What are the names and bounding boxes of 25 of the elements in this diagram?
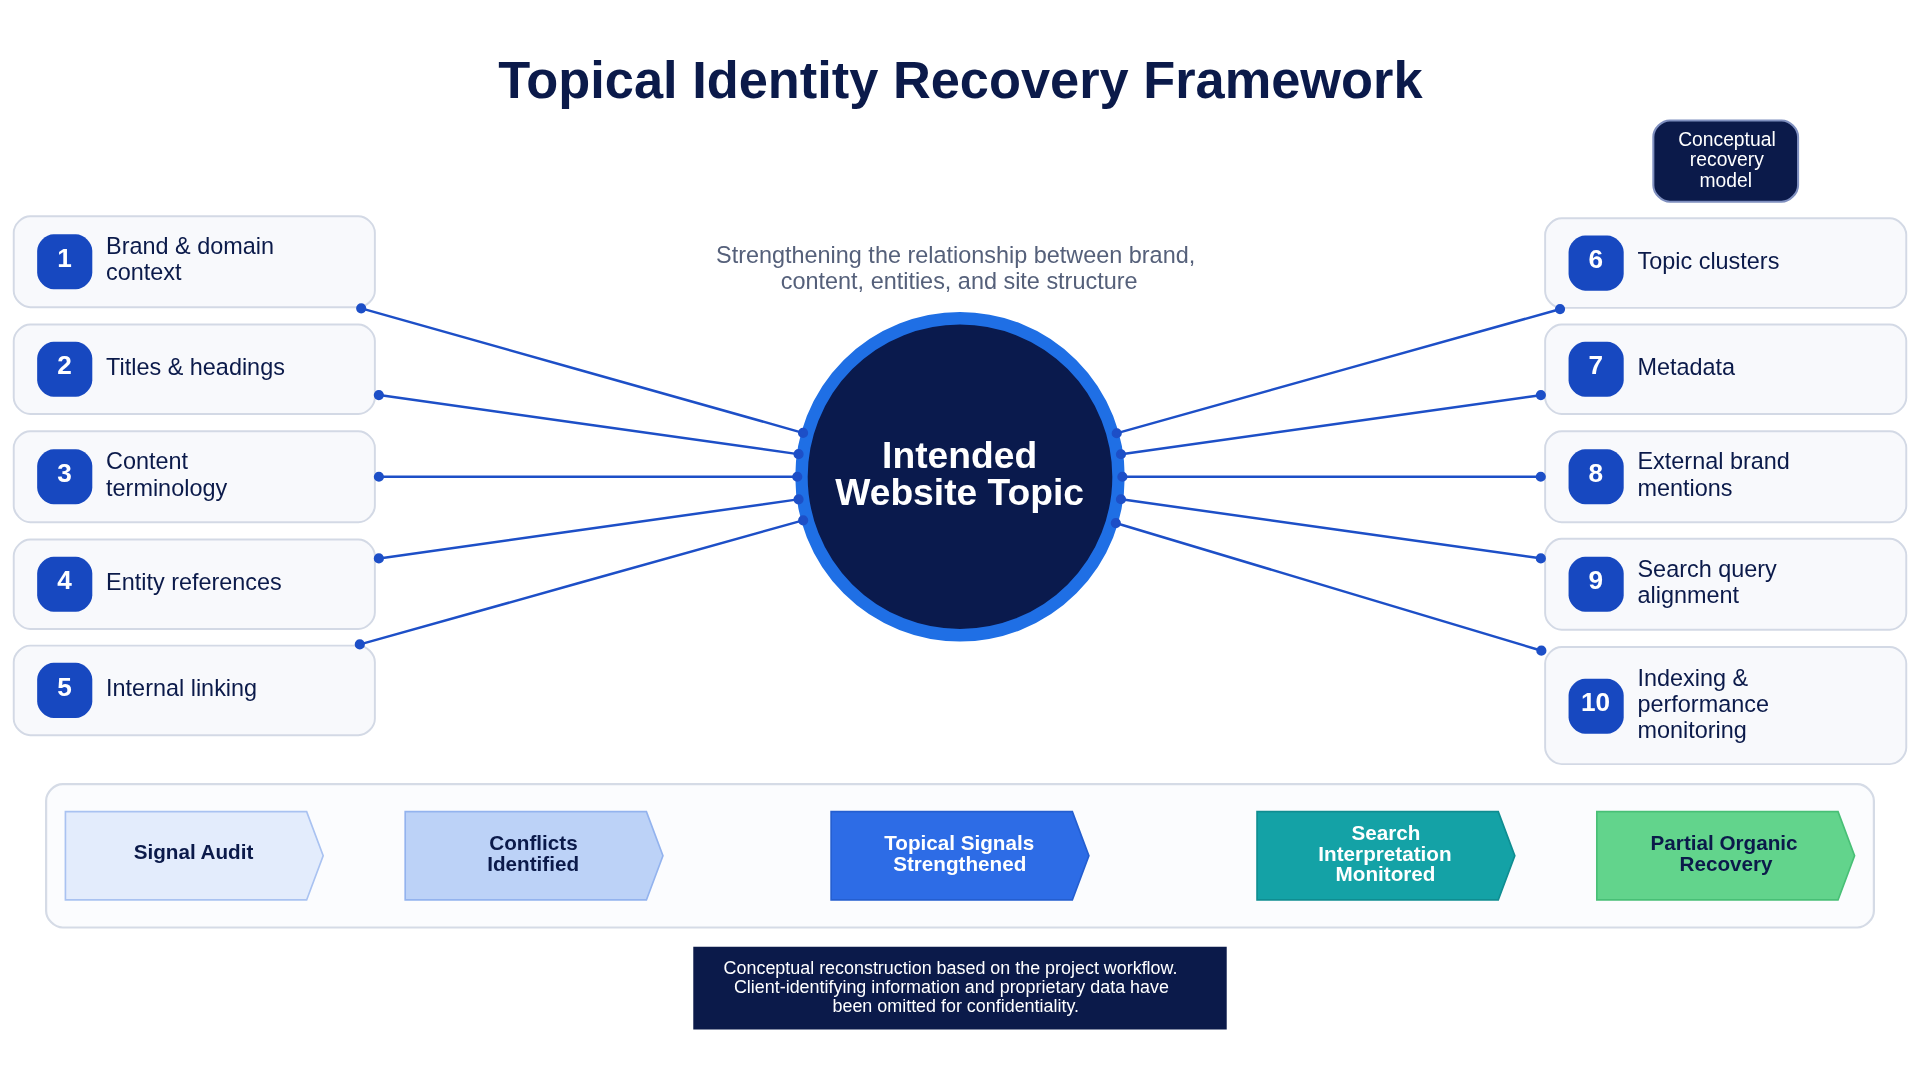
connector <box>354 514 809 650</box>
node-box: 5 Internal linking <box>12 644 376 736</box>
connector <box>1110 517 1547 656</box>
node-box: 7 Metadata <box>1544 322 1908 415</box>
diagram-title: Topical Identity Recovery Framework <box>498 50 1423 109</box>
connector <box>1115 389 1546 459</box>
cluster <box>45 782 1875 929</box>
node-box: 9 Search query alignment <box>1544 537 1908 631</box>
connector <box>373 389 804 459</box>
connector <box>356 302 809 438</box>
caption: Conceptual reconstruction based on the project workflow. Client-identifying information and proprietary data have been omitted for confidentiality. <box>723 957 1178 1016</box>
label: Strengthening the relationship between brand, content, entities, and site structure <box>716 241 1196 294</box>
connector <box>1111 303 1566 438</box>
node-box: Conceptual recovery model <box>1652 118 1800 203</box>
connector <box>373 493 804 564</box>
node-box: 8 External brand mentions <box>1544 429 1908 523</box>
connector <box>1117 471 1546 482</box>
node-box: 2 Titles & headings <box>12 322 376 415</box>
node-box: 6 Topic clusters <box>1544 216 1908 309</box>
node-box: 1 Brand & domain context <box>12 214 376 308</box>
node-box: 3 Content terminology <box>12 429 376 523</box>
connector <box>1115 493 1546 563</box>
node-box: 4 Entity references <box>12 538 376 630</box>
node-box: 10 Indexing & performance monitoring <box>1544 645 1908 765</box>
connector <box>373 471 803 482</box>
